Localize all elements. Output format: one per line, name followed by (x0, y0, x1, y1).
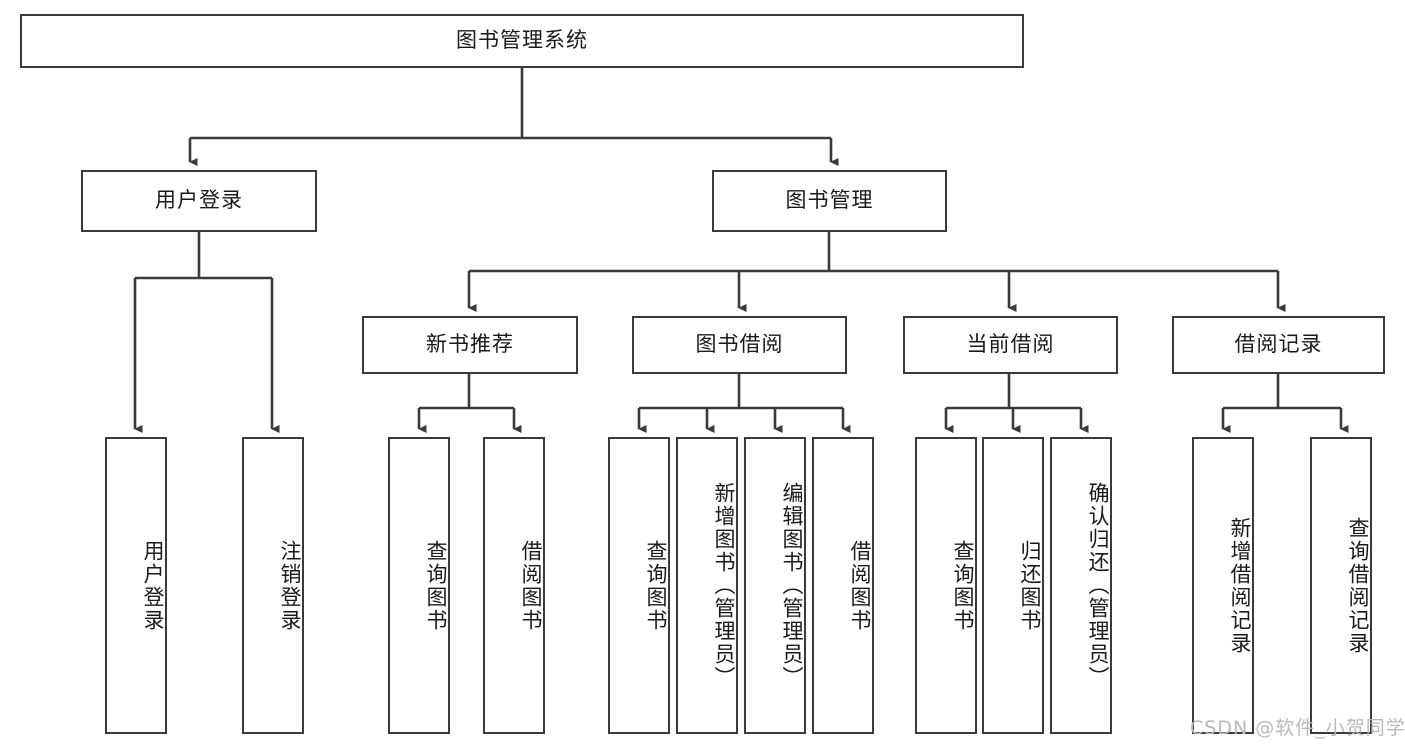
node-label: 查询图书 (951, 539, 975, 632)
leaf-user-login-logout[interactable]: 注销登录 (242, 437, 304, 734)
csdn-watermark: CSDN @软件_小贺同学 (1190, 717, 1405, 739)
node-book-management[interactable]: 图书管理 (712, 170, 947, 232)
node-label: 确认归还（管理员） (1086, 482, 1110, 689)
node-label: 图书管理 (785, 188, 874, 213)
node-label: 借阅记录 (1234, 332, 1323, 357)
leaf-new-book-borrow-books[interactable]: 借阅图书 (483, 437, 545, 734)
leaf-book-borrow-query-books[interactable]: 查询图书 (608, 437, 670, 734)
leaf-current-borrow-query-books[interactable]: 查询图书 (915, 437, 977, 734)
leaf-borrow-record-add-record[interactable]: 新增借阅记录 (1192, 437, 1254, 734)
leaf-book-borrow-edit-book-admin[interactable]: 编辑图书（管理员） (744, 437, 806, 734)
node-label: 新增借阅记录 (1228, 516, 1252, 655)
node-root-book-management-system[interactable]: 图书管理系统 (20, 14, 1024, 68)
node-borrowing-records[interactable]: 借阅记录 (1172, 316, 1385, 374)
node-label: 用户登录 (155, 188, 243, 213)
leaf-borrow-record-query-record[interactable]: 查询借阅记录 (1310, 437, 1372, 734)
node-current-borrowing[interactable]: 当前借阅 (903, 316, 1118, 374)
leaf-new-book-query-books[interactable]: 查询图书 (388, 437, 450, 734)
node-user-login[interactable]: 用户登录 (81, 170, 317, 232)
node-label: 用户登录 (141, 539, 165, 632)
node-label: 借阅图书 (848, 539, 872, 632)
node-new-book-recommendation[interactable]: 新书推荐 (362, 316, 578, 374)
leaf-user-login-login[interactable]: 用户登录 (105, 437, 167, 734)
leaf-current-borrow-confirm-return-admin[interactable]: 确认归还（管理员） (1050, 437, 1112, 734)
node-label: 注销登录 (278, 539, 302, 632)
node-label: 查询借阅记录 (1346, 516, 1370, 655)
node-label: 借阅图书 (519, 539, 543, 632)
node-label: 查询图书 (424, 539, 448, 632)
node-label: 当前借阅 (966, 332, 1055, 357)
leaf-current-borrow-return-books[interactable]: 归还图书 (982, 437, 1044, 734)
node-label: 归还图书 (1018, 539, 1042, 632)
node-label: 新书推荐 (426, 332, 514, 357)
node-label: 新增图书（管理员） (712, 482, 736, 689)
node-book-borrowing[interactable]: 图书借阅 (632, 316, 847, 374)
node-label: 图书管理系统 (456, 28, 588, 53)
leaf-book-borrow-borrow-books[interactable]: 借阅图书 (812, 437, 874, 734)
node-label: 图书借阅 (695, 332, 784, 357)
node-label: 编辑图书（管理员） (780, 482, 804, 689)
leaf-book-borrow-add-book-admin[interactable]: 新增图书（管理员） (676, 437, 738, 734)
node-label: 查询图书 (644, 539, 668, 632)
